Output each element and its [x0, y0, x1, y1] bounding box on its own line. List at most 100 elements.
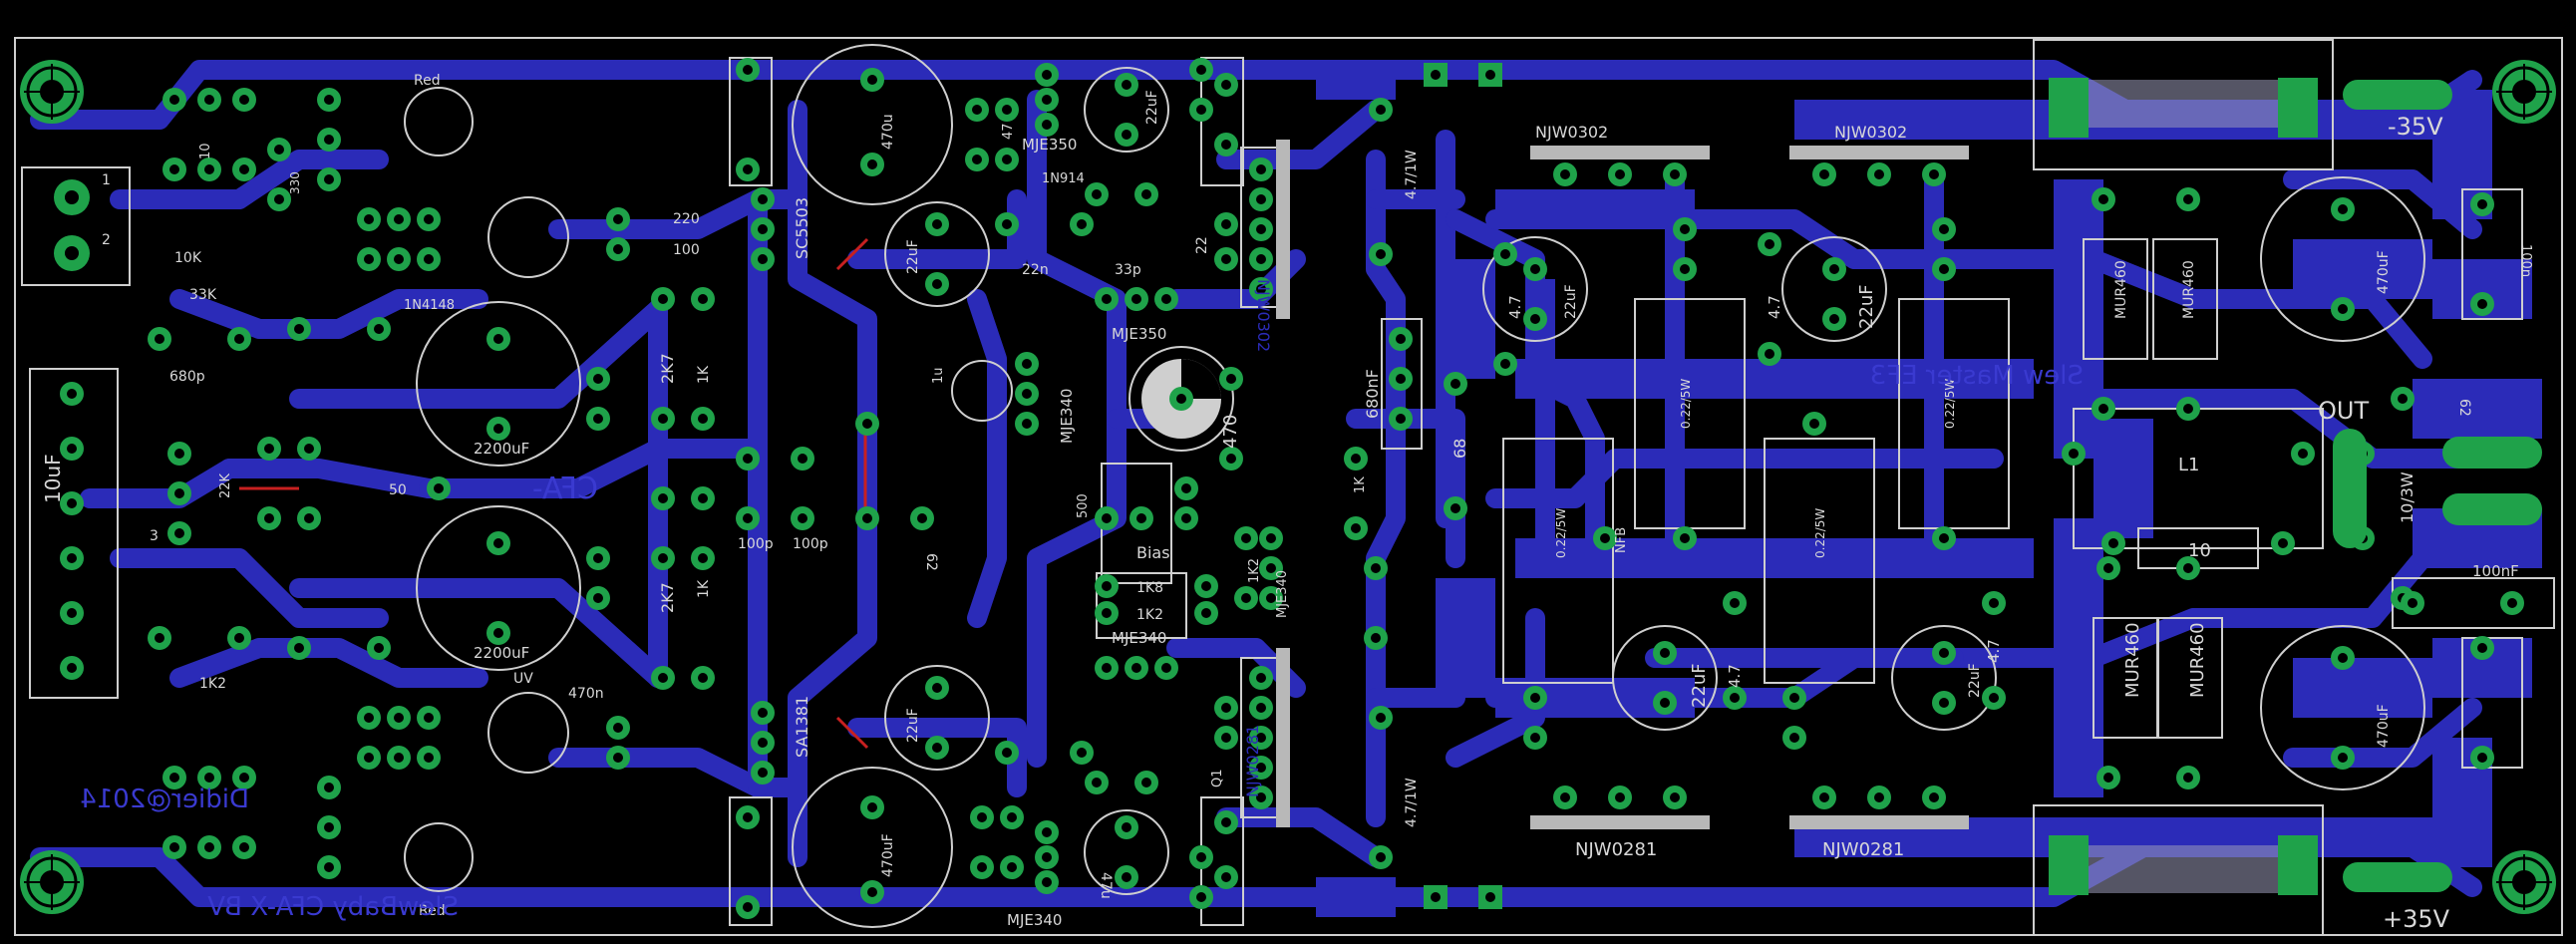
- label-njw0302-a: NJW0302: [1535, 123, 1608, 142]
- label-100p-b: 100p: [793, 536, 828, 552]
- label-mje350-mid: MJE350: [1112, 325, 1166, 343]
- label-red-top: Red: [414, 73, 441, 89]
- label-22k: 22K: [218, 472, 233, 498]
- silkscreen-labels: Red Red UV 10uF 680p 2200uF 2200uF 470u …: [41, 73, 2533, 929]
- label-33p: 33p: [1115, 262, 1141, 278]
- label-100: 100: [673, 242, 700, 258]
- label-500: 500: [1076, 493, 1091, 518]
- bottom-layer-text: Didier@2014 SlewBaby CFA-X BV CFA- Slew …: [80, 361, 2084, 922]
- label-q1: Q1: [1210, 769, 1225, 787]
- label-470u-top: 470u: [880, 114, 896, 150]
- label-mur-b: MUR460: [2181, 260, 2197, 319]
- label-1k-a: 1K: [696, 365, 712, 384]
- label-r47: 47: [1001, 123, 1016, 140]
- label-1k8: 1K8: [1136, 580, 1163, 596]
- label-1k2-a: 1K2: [1136, 607, 1163, 623]
- label-pin3: 3: [150, 528, 159, 544]
- label-njw0281-b: NJW0281: [1822, 839, 1904, 860]
- label-100p-a: 100p: [738, 536, 774, 552]
- label-uv: UV: [513, 671, 533, 687]
- label-680nf: 680nF: [1363, 369, 1382, 419]
- label-470uf-r2: 470uF: [2376, 704, 2392, 748]
- label-22uf-f: 22uF: [905, 708, 921, 743]
- label-mur-a: MUR460: [2113, 260, 2129, 319]
- transistor-tabs: [1276, 140, 1969, 829]
- label-pin2: 2: [102, 232, 111, 248]
- label-33k: 33K: [189, 287, 217, 303]
- label-mur-d: MUR460: [2187, 622, 2208, 698]
- label-22uf-g: 22uF: [1144, 90, 1160, 125]
- label-100nf: 100nF: [2472, 562, 2519, 580]
- stage-label-text: CFA-: [532, 472, 598, 506]
- label-c22: 22: [1194, 236, 1210, 254]
- label-r68: 68: [1450, 439, 1469, 459]
- label-22uf-a: 22uF: [1563, 284, 1579, 319]
- label-mje340-c: MJE340: [1275, 570, 1290, 618]
- rail-neg-label: -35V: [2388, 113, 2443, 141]
- label-1k-b: 1K: [696, 579, 712, 598]
- label-r10: 10: [198, 143, 213, 159]
- label-10-3w: 10/3W: [2398, 472, 2416, 523]
- label-njw0281-a: NJW0281: [1575, 839, 1657, 860]
- label-470u-bot: 470uF: [880, 833, 896, 877]
- label-mur-c: MUR460: [2122, 622, 2143, 698]
- label-22uf-c: 22uF: [1689, 663, 1710, 708]
- label-022-a: 0.22/5W: [1679, 379, 1693, 429]
- label-22uf-b: 22uF: [1856, 284, 1877, 329]
- label-022-b: 0.22/5W: [1943, 379, 1957, 429]
- label-1n4148: 1N4148: [404, 298, 455, 313]
- label-mje340-b: MJE340: [1112, 629, 1166, 647]
- label-mje350-top: MJE350: [1022, 136, 1077, 154]
- label-22uf-d: 22uF: [1967, 663, 1983, 698]
- label-680p: 680p: [169, 369, 205, 385]
- mounting-holes: [20, 60, 2556, 914]
- label-1k2-c: 1K2: [199, 676, 226, 692]
- label-10k: 10K: [174, 250, 202, 266]
- out-label: OUT: [2318, 397, 2369, 425]
- label-njw0302-b: NJW0302: [1834, 123, 1907, 142]
- label-r62b: 62: [2456, 399, 2472, 417]
- label-pin1: 1: [102, 172, 111, 188]
- label-100n-right: 100n: [2518, 244, 2533, 277]
- label-1k2-b: 1K2: [1247, 558, 1262, 583]
- label-r62: 62: [923, 553, 939, 571]
- label-1n914: 1N914: [1042, 171, 1085, 186]
- board-outline: [14, 37, 2563, 936]
- fuses: [2054, 80, 2313, 893]
- label-10uf: 10uF: [41, 454, 65, 503]
- label-l1: L1: [2178, 455, 2199, 475]
- label-sc5503: SC5503: [793, 197, 811, 259]
- copper-pours: [1316, 60, 2542, 917]
- label-1u: 1u: [931, 367, 946, 384]
- bias-trimpot-icon: [1141, 359, 1221, 439]
- label-220: 220: [673, 211, 700, 227]
- label-2k7-a: 2K7: [658, 353, 677, 384]
- label-4r7-c: 4.7: [1726, 664, 1744, 688]
- label-sa1381: SA1381: [793, 696, 811, 758]
- label-4r7-a: 4.7: [1506, 295, 1524, 319]
- label-470: 470: [1220, 415, 1241, 449]
- label-2200uf-top: 2200uF: [474, 440, 529, 458]
- label-22uf-e: 22uF: [905, 239, 921, 274]
- label-red-bot: Red: [419, 903, 446, 919]
- label-nfb: NFB: [1614, 527, 1629, 553]
- label-2200uf-bot: 2200uF: [474, 644, 529, 662]
- label-022-c: 0.22/5W: [1554, 508, 1568, 558]
- credit-text: Didier@2014: [80, 785, 249, 814]
- label-njw0302-v: NJW0302: [1254, 279, 1273, 352]
- label-bias: Bias: [1136, 543, 1170, 562]
- label-330: 330: [288, 171, 302, 194]
- label-1k-c: 1K: [1353, 476, 1368, 493]
- label-4w7-bot: 4.7/1W: [1404, 778, 1420, 827]
- label-022-d: 0.22/5W: [1813, 508, 1827, 558]
- label-njw0281-v: NJW0281: [1243, 725, 1262, 797]
- rail-labels: -35V +35V OUT: [2318, 113, 2450, 933]
- label-22n: 22n: [1022, 262, 1049, 278]
- label-mje340-bot: MJE340: [1007, 911, 1062, 929]
- board-name-text: SlewBaby CFA-X BV: [207, 892, 459, 922]
- label-47u: 47u: [1098, 872, 1114, 899]
- label-mje340-a: MJE340: [1058, 389, 1076, 444]
- label-r10-out: 10: [2188, 540, 2211, 561]
- output-title-text: Slew Master EF3: [1870, 361, 2084, 391]
